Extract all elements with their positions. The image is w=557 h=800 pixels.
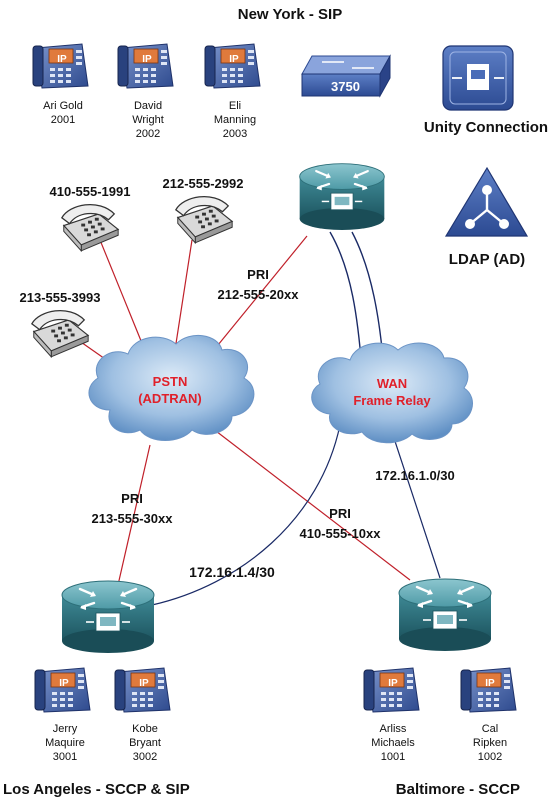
title-new-york: New York - SIP [238, 6, 342, 23]
la-pri-number: 213-555-30xx [92, 511, 174, 526]
pstn-label: PSTN [153, 374, 188, 389]
ip-badge: IP [57, 54, 67, 65]
link-pri-ny [217, 235, 308, 346]
link-wan-bal [387, 419, 441, 579]
phone-label: David [134, 100, 162, 112]
phone-label: 3001 [53, 751, 77, 763]
ip-phone-eli-manning: IP Eli Manning 2003 [204, 43, 261, 140]
phone-label: 2002 [136, 128, 160, 140]
phone-label: Eli [229, 100, 241, 112]
analog-phone-number: 212-555-2992 [163, 176, 244, 191]
ny-pri-number: 212-555-20xx [218, 287, 300, 302]
ldap-server: LDAP (AD) [444, 166, 529, 268]
ip-badge: IP [59, 678, 69, 689]
ny-pri-label: PRI [247, 267, 269, 282]
router-la [60, 579, 156, 655]
ip-phone-david-wright: IP David Wright 2002 [117, 43, 174, 140]
phone-label: 1001 [381, 751, 405, 763]
phone-label: Ripken [473, 737, 507, 749]
phone-label: 3002 [133, 751, 157, 763]
phone-label: Jerry [53, 723, 78, 735]
phone-label: Cal [482, 723, 499, 735]
la-pri-label: PRI [121, 491, 143, 506]
analog-phone-icon [175, 195, 233, 244]
bal-wan-subnet: 172.16.1.0/30 [375, 468, 455, 483]
ip-badge: IP [229, 54, 239, 65]
phone-label: Wright [132, 114, 164, 126]
connections [77, 231, 441, 606]
analog-phone-number: 410-555-1991 [50, 184, 131, 199]
analog-phone-icon [61, 203, 119, 252]
pstn-cloud: PSTN (ADTRAN) [88, 334, 255, 441]
switch-label: 3750 [331, 79, 360, 94]
analog-phone-number: 213-555-3993 [20, 290, 101, 305]
bal-pri-number: 410-555-10xx [300, 526, 382, 541]
analog-phones: 410-555-1991 212-555-2992 213-555-3993 [20, 176, 244, 358]
phone-label: Bryant [129, 737, 161, 749]
link-analog-212-pstn [174, 239, 193, 351]
wan-label: WAN [377, 376, 407, 391]
ip-badge: IP [388, 678, 398, 689]
router-baltimore [397, 577, 493, 653]
wan-sublabel: Frame Relay [353, 393, 431, 408]
unity-label: Unity Connection [424, 119, 548, 136]
switch-3750: 3750 [301, 54, 391, 98]
phone-label: Arliss [380, 723, 407, 735]
ip-phone-cal-ripken: IP Cal Ripken 1002 [460, 667, 517, 763]
title-baltimore: Baltimore - SCCP [396, 781, 520, 798]
ip-phone-kobe-bryant: IP Kobe Bryant 3002 [114, 667, 171, 763]
la-phones: IP Jerry Maquire 3001 IP Kobe Bryant 300… [34, 667, 171, 763]
ip-phone-arliss-michaels: IP Arliss Michaels 1001 [363, 667, 420, 763]
analog-phone-icon [31, 309, 89, 358]
link-wan-ny-a [329, 231, 363, 371]
wan-cloud: WAN Frame Relay [311, 342, 473, 444]
link-pri-la [117, 444, 151, 586]
ip-badge: IP [139, 678, 149, 689]
ip-phone-jerry-maquire: IP Jerry Maquire 3001 [34, 667, 91, 763]
phone-label: 1002 [478, 751, 502, 763]
link-wan-la [151, 424, 341, 606]
phone-label: Ari Gold [43, 100, 83, 112]
phone-label: 2003 [223, 128, 247, 140]
link-analog-410-pstn [99, 239, 149, 359]
la-wan-subnet: 172.16.1.4/30 [189, 564, 275, 580]
bal-pri-label: PRI [329, 506, 351, 521]
ip-badge: IP [485, 678, 495, 689]
title-los-angeles: Los Angeles - SCCP & SIP [3, 781, 190, 798]
phone-label: Maquire [45, 737, 85, 749]
ip-badge: IP [142, 54, 152, 65]
ip-phone-ari-gold: IP Ari Gold 2001 [32, 43, 89, 126]
phone-label: 2001 [51, 114, 75, 126]
bal-phones: IP Arliss Michaels 1001 IP Cal Ripken 10… [363, 667, 517, 763]
ldap-label: LDAP (AD) [449, 251, 525, 268]
router-ny [298, 162, 386, 232]
ny-phones: IP Ari Gold 2001 IP David Wright 2002 IP… [32, 43, 261, 140]
phone-label: Manning [214, 114, 256, 126]
pstn-sublabel: (ADTRAN) [138, 391, 202, 406]
phone-label: Kobe [132, 723, 158, 735]
phone-label: Michaels [371, 737, 415, 749]
unity-connection-server: Unity Connection [424, 45, 548, 136]
link-pri-bal [211, 427, 411, 581]
